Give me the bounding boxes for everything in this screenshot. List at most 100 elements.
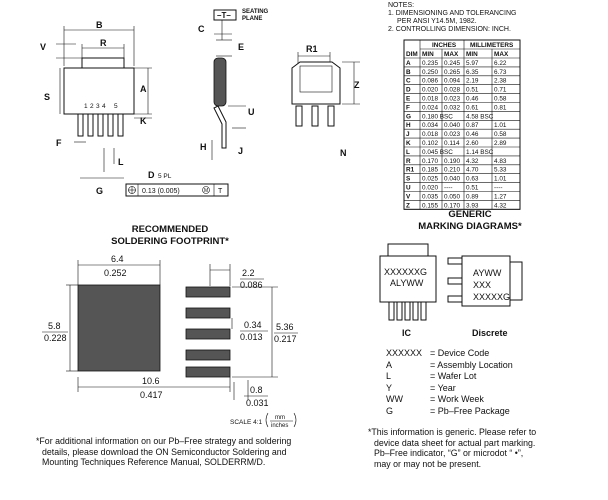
footprint-dim-6.4-mm: 6.4 — [111, 254, 124, 264]
pin-label-1: 1 — [84, 103, 88, 110]
footprint-tab-pad — [77, 284, 161, 372]
footprint-dim-0.34-in: 0.013 — [240, 332, 263, 342]
ic-label: IC — [402, 328, 412, 338]
dim-A: A — [140, 84, 147, 94]
table-cell: 0.024 — [422, 104, 438, 111]
legend-key: Y — [386, 382, 393, 393]
table-cell: 4.70 — [466, 167, 479, 174]
table-cell: 0.035 — [422, 193, 438, 200]
fcf-tolerance: 0.13 (0.005) — [142, 188, 180, 195]
table-cell: 0.58 — [494, 131, 507, 138]
seating-datum: –T– — [217, 11, 231, 20]
table-header-cell: MAX — [494, 51, 509, 58]
table-cell: 0.170 — [444, 202, 460, 209]
fcf-datum: T — [218, 188, 223, 195]
footprint-dim-5.36-mm: 5.36 — [276, 322, 294, 332]
dim-V: V — [40, 42, 46, 52]
footprint-dim-5.8-mm: 5.8 — [48, 321, 61, 331]
table-header-cell: MAX — [444, 51, 459, 58]
legend-value: = Wafer Lot — [430, 371, 477, 381]
note-1-line-1: 1. DIMENSIONING AND TOLERANCING — [388, 10, 517, 17]
table-cell: 0.265 — [444, 69, 460, 76]
table-cell: 0.71 — [494, 87, 507, 94]
marking-title-line-2: MARKING DIAGRAMS* — [418, 221, 522, 232]
table-cell: U — [406, 185, 411, 192]
footnote-left-line-1: *For additional information on our Pb–Fr… — [36, 436, 292, 446]
table-cell: 0.028 — [444, 87, 460, 94]
dim-F: F — [56, 138, 62, 148]
footprint-dim-2.2-in: 0.086 — [240, 280, 263, 290]
table-cell: B — [406, 69, 411, 76]
ic-marking-line-1: XXXXXXG — [384, 267, 427, 277]
table-cell: 0.045 BSC — [422, 149, 453, 156]
package-side-view: –T– SEATING PLANE C E U H J — [198, 9, 269, 160]
table-cell: C — [406, 78, 411, 85]
marking-diagram-discrete: AYWW XXX XXXXXG Discrete — [447, 255, 523, 338]
footprint-dim-6.4-in: 0.252 — [104, 268, 127, 278]
table-cell: 0.245 — [444, 60, 460, 67]
footnote-right-line-4: may or may not be present. — [374, 458, 482, 469]
table-header-cell: MIN — [466, 51, 478, 58]
table-cell: ---- — [494, 185, 503, 192]
dim-Z: Z — [354, 80, 360, 90]
table-cell: S — [406, 176, 411, 183]
table-cell: 0.114 — [444, 140, 460, 147]
ic-marking-line-2: ALYWW — [390, 278, 424, 288]
table-cell: K — [406, 140, 411, 147]
footnote-left-line-3: Mounting Techniques Reference Manual, SO… — [42, 457, 266, 467]
table-cell: 3.93 — [466, 202, 479, 209]
legend-row: Y = Year — [386, 383, 513, 395]
seating-label-2: PLANE — [242, 16, 262, 22]
marking-title: GENERIC MARKING DIAGRAMS* — [380, 209, 560, 233]
footprint-dim-10.6-in: 0.417 — [140, 390, 163, 400]
discrete-marking-line-3: XXXXXG — [473, 292, 510, 302]
table-cell: 0.180 BSC — [422, 113, 453, 120]
table-cell: 4.32 — [466, 158, 479, 165]
footprint-pin-pad-2 — [185, 307, 231, 319]
footnote-right-line-2: device data sheet for actual part markin… — [374, 437, 536, 448]
footprint-pin-pad-5 — [185, 366, 231, 378]
table-cell: 0.023 — [444, 96, 460, 103]
footprint-dim-0.8-mm: 0.8 — [250, 385, 263, 395]
legend-row: XXXXXX= Device Code — [386, 348, 513, 360]
dim-R1: R1 — [306, 44, 318, 54]
table-cell: 0.032 — [444, 104, 460, 111]
package-top-view: 1 2 3 4 5 B R V S A K F L G D 5 PL — [40, 20, 172, 196]
table-cell: E — [406, 96, 411, 103]
soldering-footprint: 6.4 0.252 2.2 0.086 5.8 0.228 0.34 0.013… — [42, 254, 298, 429]
legend-value: = Year — [430, 382, 456, 393]
footprint-dim-5.8-in: 0.228 — [44, 333, 67, 343]
table-cell: 6.22 — [494, 60, 507, 67]
table-cell: 4.58 BSC — [466, 113, 494, 120]
table-cell: 4.83 — [494, 158, 507, 165]
table-cell: 0.46 — [466, 131, 479, 138]
table-cell: 0.185 — [422, 167, 438, 174]
footnote-right-line-3: Pb–Free indicator, “G” or microdot “ •”, — [374, 448, 524, 458]
table-cell: Z — [406, 202, 410, 209]
table-cell: 0.63 — [466, 176, 479, 183]
notes-block: NOTES: 1. DIMENSIONING AND TOLERANCING P… — [388, 2, 603, 34]
legend-value: = Assembly Location — [430, 359, 513, 370]
footprint-title-line-1: RECOMMENDED — [131, 224, 209, 235]
footnote-right-line-1: *This information is generic. Please ref… — [368, 427, 537, 437]
discrete-marking-line-1: AYWW — [473, 268, 502, 278]
table-cell: 1.01 — [494, 122, 507, 129]
table-cell: 2.60 — [466, 140, 479, 147]
table-cell: 0.170 — [422, 158, 438, 165]
pin-label-2: 2 — [90, 103, 94, 110]
table-cell: 0.034 — [422, 122, 438, 129]
pin-label-3: 3 — [96, 103, 100, 110]
legend-key: G — [386, 405, 394, 416]
footprint-title-line-2: SOLDERING FOOTPRINT* — [111, 236, 229, 247]
table-cell: 2.38 — [494, 78, 507, 85]
notes-heading: NOTES: — [388, 2, 415, 9]
legend-value: = Work Week — [430, 394, 484, 404]
table-cell: 0.040 — [444, 176, 460, 183]
table-cell: 0.89 — [466, 193, 479, 200]
legend-key: WW — [386, 394, 403, 404]
table-cell: 0.46 — [466, 96, 479, 103]
dim-C: C — [198, 24, 205, 34]
table-cell: 0.050 — [444, 193, 460, 200]
